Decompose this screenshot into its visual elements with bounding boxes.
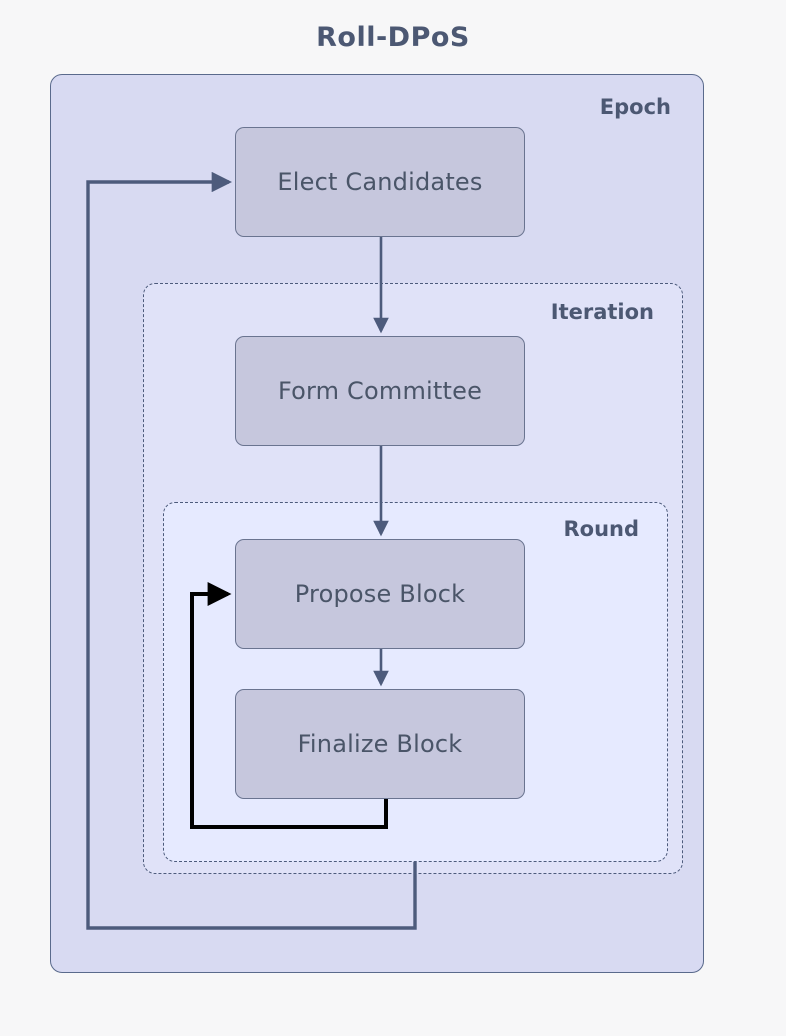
node-elect-candidates[interactable]: Elect Candidates: [235, 127, 525, 237]
round-label: Round: [563, 517, 639, 541]
node-propose-block[interactable]: Propose Block: [235, 539, 525, 649]
node-form-committee-label: Form Committee: [277, 377, 483, 405]
node-finalize-block[interactable]: Finalize Block: [235, 689, 525, 799]
iteration-label: Iteration: [550, 300, 654, 324]
node-form-committee[interactable]: Form Committee: [235, 336, 525, 446]
epoch-label: Epoch: [599, 95, 671, 119]
page-title: Roll-DPoS: [316, 22, 470, 53]
node-propose-block-label: Propose Block: [294, 580, 466, 608]
node-finalize-block-label: Finalize Block: [297, 730, 463, 758]
node-elect-candidates-label: Elect Candidates: [277, 168, 483, 196]
